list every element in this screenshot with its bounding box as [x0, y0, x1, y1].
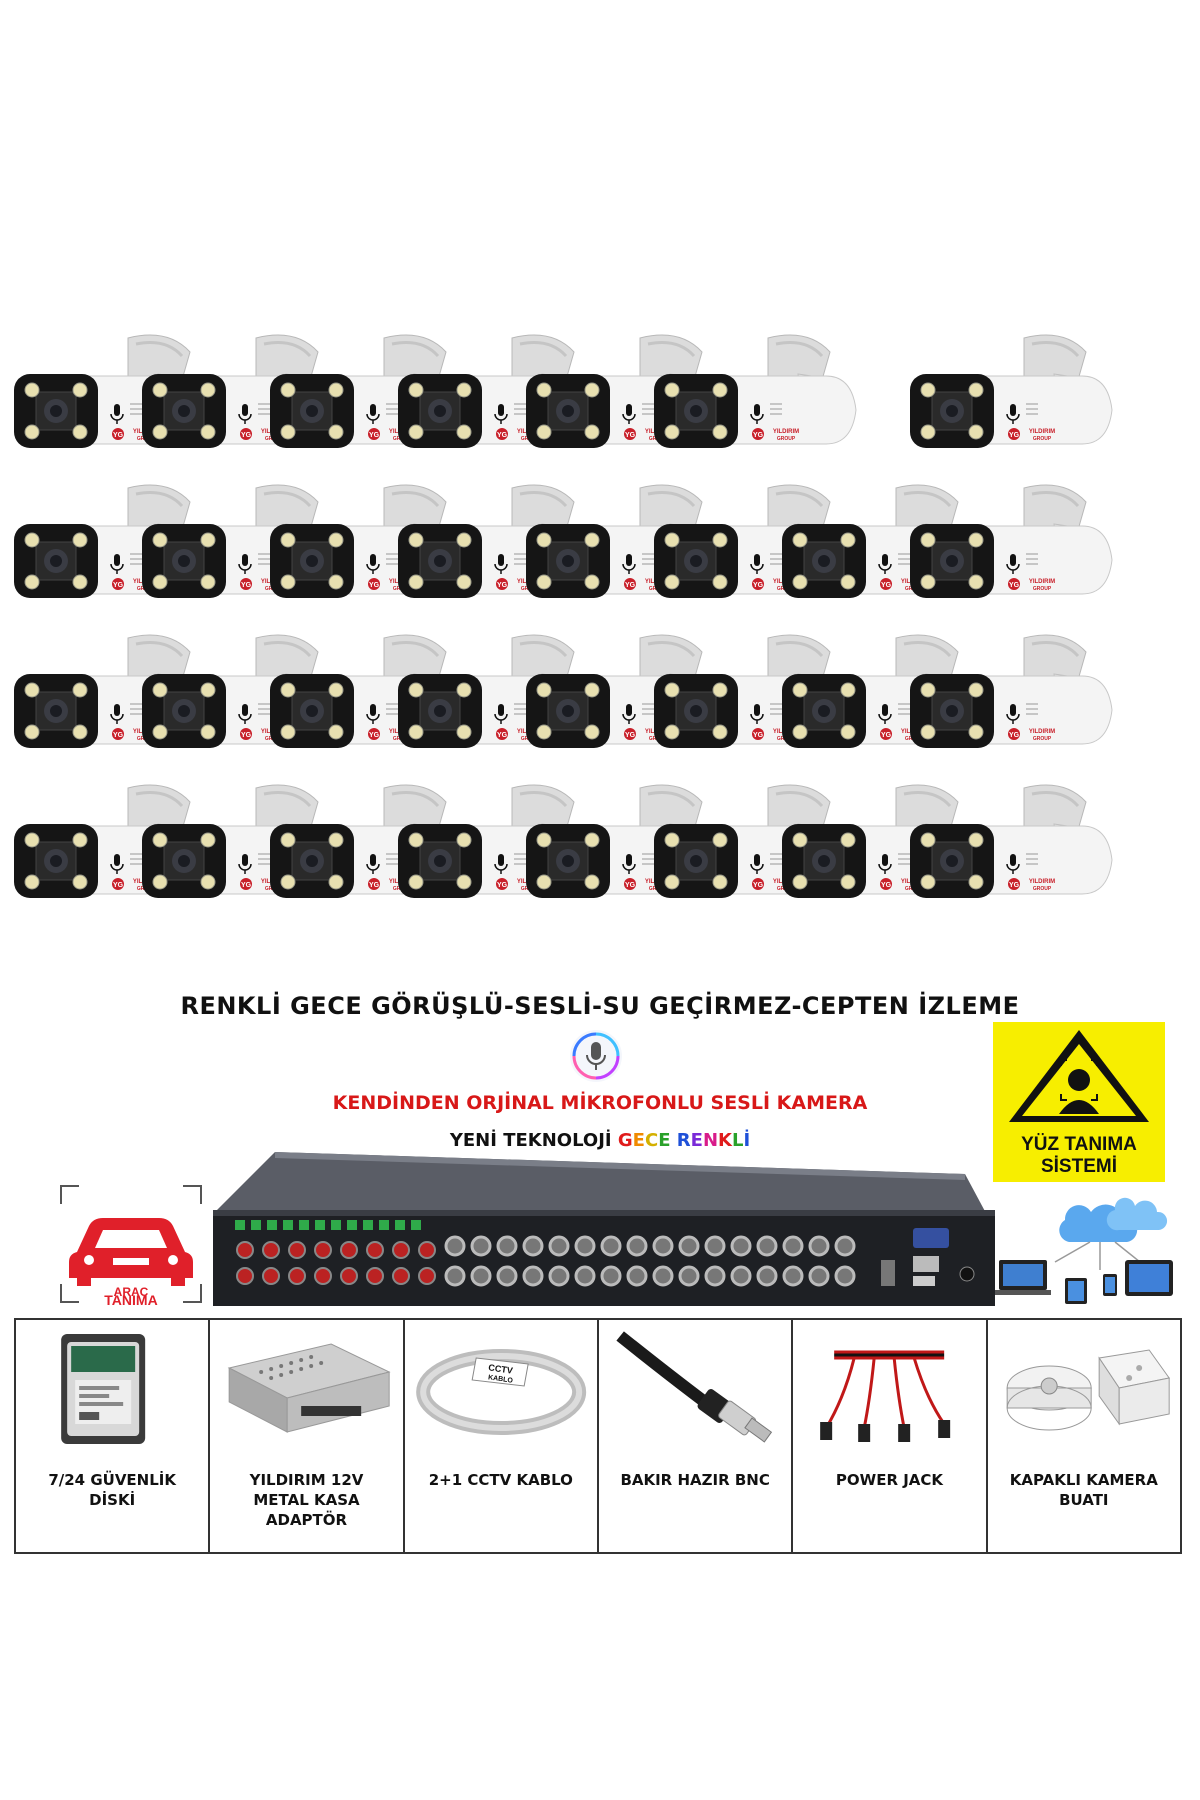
svg-text:YG: YG: [881, 882, 892, 889]
svg-text:CCTV: CCTV: [487, 1362, 513, 1375]
svg-text:YG: YG: [881, 732, 892, 739]
tech-letter: E: [632, 1130, 645, 1151]
svg-text:YG: YG: [625, 432, 636, 439]
svg-text:YG: YG: [369, 882, 380, 889]
svg-text:YG: YG: [753, 582, 764, 589]
svg-text:YG: YG: [497, 432, 508, 439]
camera-image: YG YILDIRIM GROUP: [904, 780, 1129, 940]
accessory-cell: POWER JACK: [791, 1320, 985, 1552]
svg-text:YG: YG: [497, 582, 508, 589]
cloud-network-icon: [995, 1190, 1180, 1305]
svg-text:YG: YG: [753, 732, 764, 739]
svg-text:YG: YG: [241, 432, 252, 439]
dvr-recorder: [205, 1150, 995, 1308]
tech-letter: E: [690, 1130, 703, 1151]
tech-letter: R: [676, 1130, 691, 1151]
tech-letter: E: [658, 1130, 671, 1151]
svg-text:YG: YG: [241, 882, 252, 889]
svg-text:YG: YG: [241, 582, 252, 589]
car-badge-line2: TANIMA: [104, 1292, 158, 1308]
svg-text:YG: YG: [1009, 432, 1020, 439]
svg-text:YG: YG: [113, 882, 124, 889]
svg-text:YG: YG: [113, 582, 124, 589]
hdmi-port: [881, 1260, 895, 1286]
accessory-cell: BAKIR HAZIR BNC: [596, 1320, 791, 1552]
face-badge-line1: YÜZ TANIMA: [1021, 1134, 1137, 1155]
svg-text:YG: YG: [113, 732, 124, 739]
accessory-label: 2+1 CCTV KABLO: [428, 1471, 573, 1489]
vga-port: [913, 1228, 949, 1248]
tech-line: YENİ TEKNOLOJİ GECE RENKLİ: [0, 1130, 1200, 1151]
svg-text:YG: YG: [1009, 732, 1020, 739]
junction-box-icon: [988, 1328, 1180, 1448]
face-icon: [1068, 1069, 1090, 1091]
svg-text:GROUP: GROUP: [1033, 736, 1052, 742]
svg-text:GROUP: GROUP: [1033, 586, 1052, 592]
lan-port: [913, 1256, 939, 1272]
car-badge-line1: ARAÇ: [114, 1285, 149, 1299]
tech-letter: N: [702, 1130, 719, 1151]
svg-text:YG: YG: [497, 732, 508, 739]
tech-letter: K: [718, 1130, 732, 1151]
svg-text:YG: YG: [369, 732, 380, 739]
svg-text:YG: YG: [369, 432, 380, 439]
accessory-cell: KAPAKLI KAMERA BUATI: [985, 1320, 1182, 1552]
svg-text:YG: YG: [497, 882, 508, 889]
svg-text:YILDIRIM: YILDIRIM: [1029, 729, 1055, 735]
svg-text:YILDIRIM: YILDIRIM: [1029, 879, 1055, 885]
tech-word-renkli: RENKLİ: [677, 1130, 750, 1151]
camera-image: YG YILDIRIM GROUP: [648, 330, 873, 490]
svg-text:GROUP: GROUP: [1033, 436, 1052, 442]
svg-text:KABLO: KABLO: [487, 1374, 513, 1384]
accessory-label: 7/24 GÜVENLİK DİSKİ: [48, 1471, 176, 1509]
face-badge-line2: SİSTEMİ: [1041, 1156, 1117, 1177]
tech-letter: L: [731, 1130, 744, 1151]
svg-text:YG: YG: [625, 582, 636, 589]
svg-text:YG: YG: [241, 732, 252, 739]
bnc-connector-icon: [599, 1328, 791, 1448]
headline: RENKLİ GECE GÖRÜŞLÜ-SESLİ-SU GEÇİRMEZ-CE…: [180, 992, 1020, 1020]
face-recognition-badge: YÜZ TANIMA SİSTEMİ: [993, 1022, 1165, 1182]
tech-letter: İ: [743, 1130, 751, 1151]
power-jack-icon: [793, 1328, 985, 1448]
microphone-camera-line: KENDİNDEN ORJİNAL MİKROFONLU SESLİ KAMER…: [332, 1092, 868, 1114]
svg-text:YG: YG: [1009, 582, 1020, 589]
accessory-label: POWER JACK: [835, 1471, 944, 1489]
camera-image: YG YILDIRIM GROUP: [904, 630, 1129, 790]
svg-text:YILDIRIM: YILDIRIM: [1029, 429, 1055, 435]
tech-letter: C: [644, 1130, 659, 1151]
svg-text:YG: YG: [753, 882, 764, 889]
svg-text:YG: YG: [113, 432, 124, 439]
tech-letter: G: [617, 1130, 633, 1151]
svg-text:YG: YG: [625, 882, 636, 889]
tech-word-gece: GECE: [618, 1130, 671, 1151]
svg-text:YG: YG: [881, 582, 892, 589]
camera-grid: YG YILDIRIM GROUP YG YILDIRIM: [0, 330, 1200, 970]
tech-prefix: YENİ TEKNOLOJİ: [449, 1130, 618, 1151]
accessory-label: KAPAKLI KAMERA BUATI: [1009, 1471, 1158, 1509]
camera-image: YG YILDIRIM GROUP: [392, 780, 617, 940]
vehicle-recognition-badge: ARAÇ TANIMA: [55, 1180, 207, 1308]
svg-text:YG: YG: [369, 582, 380, 589]
power-supply-icon: [210, 1328, 402, 1448]
svg-text:YG: YG: [753, 432, 764, 439]
svg-text:GROUP: GROUP: [1033, 886, 1052, 892]
accessory-cell: 7/24 GÜVENLİK DİSKİ: [14, 1320, 208, 1552]
camera-image: YG YILDIRIM GROUP: [904, 330, 1129, 490]
accessory-label: YILDIRIM 12V METAL KASA ADAPTÖR: [249, 1471, 364, 1529]
camera-image: YG YILDIRIM GROUP: [904, 480, 1129, 640]
accessory-label: BAKIR HAZIR BNC: [620, 1471, 770, 1489]
svg-text:YG: YG: [1009, 882, 1020, 889]
hard-disk-icon: [16, 1328, 208, 1448]
accessory-cell: YILDIRIM 12V METAL KASA ADAPTÖR: [208, 1320, 402, 1552]
svg-text:GROUP: GROUP: [777, 436, 796, 442]
svg-text:YILDIRIM: YILDIRIM: [1029, 579, 1055, 585]
usb-port: [913, 1276, 935, 1286]
accessories-row: 7/24 GÜVENLİK DİSKİ YILDIRIM 12V METAL KA…: [14, 1318, 1182, 1554]
svg-text:YG: YG: [625, 732, 636, 739]
svg-text:YILDIRIM: YILDIRIM: [773, 429, 799, 435]
microphone-icon: [568, 1028, 624, 1084]
